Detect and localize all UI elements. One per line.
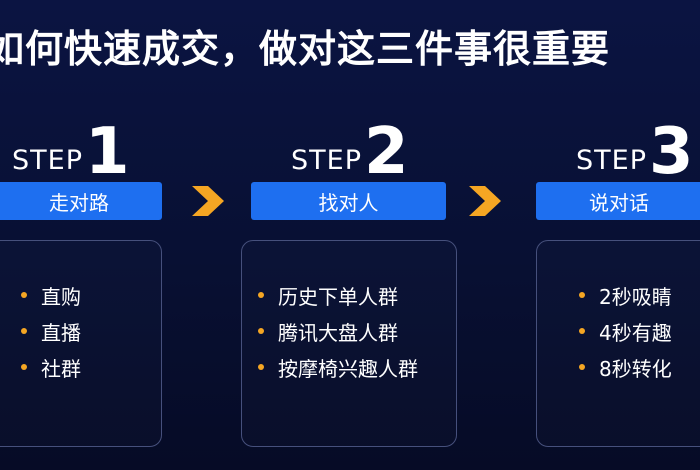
step-1-list: 直购 直播 社群 [21, 277, 81, 385]
list-item-text: 2秒吸睛 [599, 284, 672, 309]
list-item-text: 直播 [41, 320, 81, 345]
step-word: STEP [576, 145, 647, 176]
step-number: 2 [363, 115, 409, 190]
dot-icon [579, 328, 585, 334]
step-word: STEP [291, 145, 362, 176]
list-item-text: 历史下单人群 [278, 284, 398, 309]
list-item-text: 直购 [41, 284, 81, 309]
list-item: 2秒吸睛 [579, 277, 672, 313]
dot-icon [21, 328, 27, 334]
step-1-label-pill: 走对路 [0, 182, 162, 220]
step-3-heading: STEP 3 [576, 112, 694, 190]
step-1-heading: STEP 1 [12, 112, 130, 190]
step-2-heading: STEP 2 [291, 112, 409, 190]
list-item: 历史下单人群 [258, 277, 418, 313]
list-item-text: 按摩椅兴趣人群 [278, 356, 418, 381]
step-label: 走对路 [49, 190, 109, 215]
dot-icon [579, 364, 585, 370]
list-item: 直播 [21, 313, 81, 349]
dot-icon [258, 292, 264, 298]
dot-icon [258, 364, 264, 370]
list-item: 4秒有趣 [579, 313, 672, 349]
chevron-right-icon [469, 186, 501, 216]
dot-icon [21, 292, 27, 298]
list-item: 腾讯大盘人群 [258, 313, 418, 349]
step-number: 3 [648, 115, 694, 190]
chevron-right-icon [192, 186, 224, 216]
step-2-label-pill: 找对人 [251, 182, 446, 220]
list-item-text: 8秒转化 [599, 356, 672, 381]
step-3-card: 2秒吸睛 4秒有趣 8秒转化 [536, 240, 700, 447]
step-2-card: 历史下单人群 腾讯大盘人群 按摩椅兴趣人群 [241, 240, 457, 447]
dot-icon [258, 328, 264, 334]
dot-icon [579, 292, 585, 298]
step-1-card: 直购 直播 社群 [0, 240, 162, 447]
step-3-list: 2秒吸睛 4秒有趣 8秒转化 [579, 277, 672, 385]
list-item-text: 4秒有趣 [599, 320, 672, 345]
list-item-text: 腾讯大盘人群 [278, 320, 398, 345]
step-label: 找对人 [318, 190, 379, 215]
step-number: 1 [84, 115, 130, 190]
list-item: 直购 [21, 277, 81, 313]
page-title: 如何快速成交，做对这三件事很重要 [0, 27, 611, 71]
list-item: 社群 [21, 349, 81, 385]
dot-icon [21, 364, 27, 370]
step-word: STEP [12, 145, 83, 176]
list-item-text: 社群 [41, 356, 81, 381]
step-label: 说对话 [589, 190, 649, 215]
step-3-label-pill: 说对话 [536, 182, 700, 220]
list-item: 8秒转化 [579, 349, 672, 385]
list-item: 按摩椅兴趣人群 [258, 349, 418, 385]
step-2-list: 历史下单人群 腾讯大盘人群 按摩椅兴趣人群 [258, 277, 418, 385]
